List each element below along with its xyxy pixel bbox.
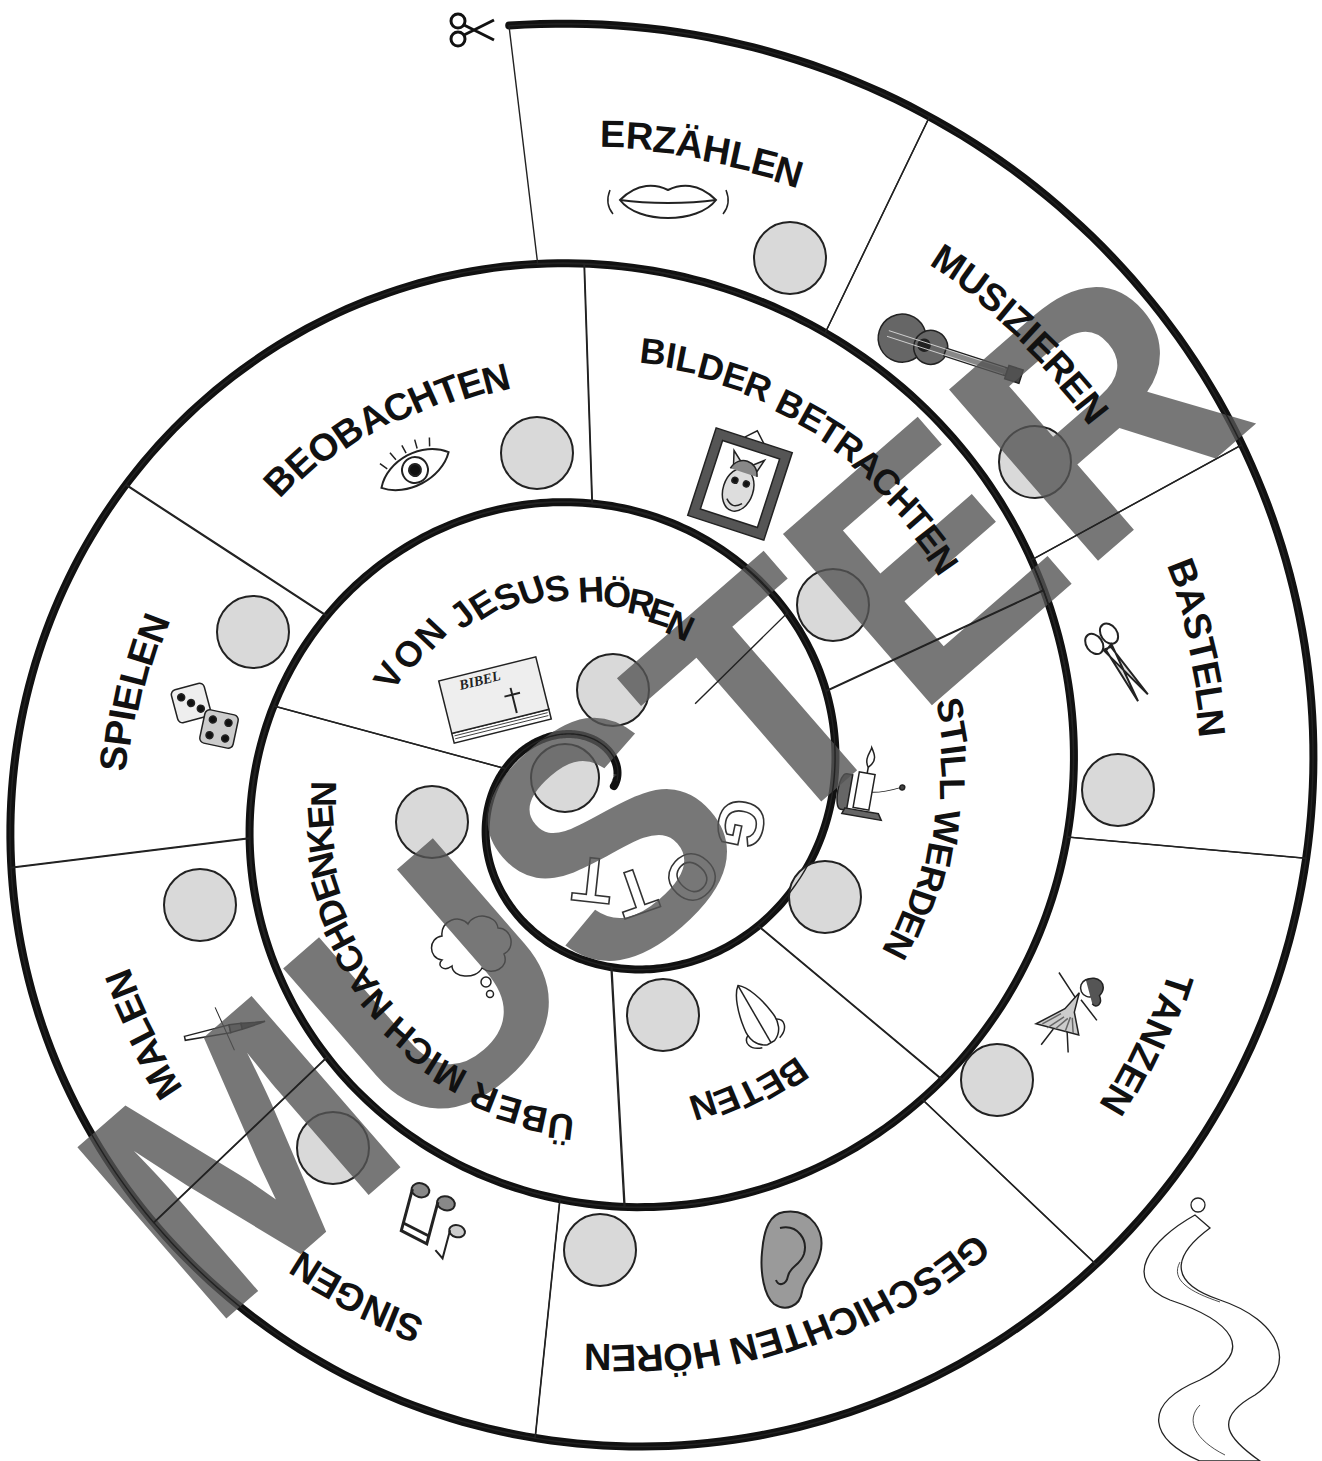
letter: L <box>934 778 970 801</box>
segment-outline-frame <box>1025 439 1319 864</box>
ear-icon <box>762 1212 822 1308</box>
segment-outline <box>535 1099 1096 1447</box>
activity-label: BEOBACHTEN <box>253 352 522 506</box>
letter: L <box>935 754 973 779</box>
segment-outline-frame <box>916 831 1312 1270</box>
segment-outline <box>611 926 942 1207</box>
scissors-icon <box>1081 620 1156 707</box>
letter: E <box>303 804 341 831</box>
segment-outline <box>758 590 1074 1079</box>
activity-segment: SPIELEN <box>4 479 333 874</box>
activity-segment: BEOBACHTEN <box>120 257 598 621</box>
segment-outline-frame <box>578 258 1049 698</box>
segment-outline-frame <box>268 496 794 787</box>
activity-label: SINGEN <box>279 1241 435 1353</box>
activity-segment: STILL WERDEN <box>752 584 1080 1085</box>
segment-outline-frame <box>5 832 333 1229</box>
segment-outline <box>126 263 592 615</box>
activity-label: STILL WERDEN <box>872 685 977 970</box>
activity-label: VON JESUS HÖREN <box>365 564 706 701</box>
segment-outline <box>11 838 327 1223</box>
segment-outline-frame <box>529 1093 1102 1453</box>
activity-segment: BASTELN <box>1025 439 1319 864</box>
activity-label: BASTELN <box>1157 547 1237 749</box>
segment-outline <box>154 1057 560 1438</box>
praying-hands-icon <box>720 975 789 1053</box>
letter: N <box>306 781 342 807</box>
eye-icon <box>368 427 455 501</box>
letter: R <box>625 117 655 156</box>
segment-outline-frame <box>503 18 935 339</box>
activity-label: MALEN <box>96 958 192 1109</box>
activity-label: MUSIZIEREN <box>921 234 1118 435</box>
letter: E <box>600 115 626 153</box>
lips-icon <box>608 186 728 218</box>
segment-outline-frame <box>4 479 333 874</box>
letter: E <box>611 1339 638 1378</box>
segment-outline <box>10 485 327 868</box>
segment-outline <box>274 502 788 781</box>
activity-segment: ÜBER MICH NACHDENKEN <box>244 700 631 1213</box>
letter: S <box>94 744 134 772</box>
letter: Ö <box>661 1336 695 1378</box>
activity-segment: GESCHICHTEN HÖREN <box>529 1093 1102 1453</box>
activity-label: ÜBER MICH NACHDENKEN <box>296 769 586 1152</box>
activity-segment: ERZÄHLEN <box>503 18 935 339</box>
segment-outline <box>922 837 1306 1264</box>
activity-label: ERZÄHLEN <box>587 108 816 198</box>
activity-label: BILDER BETRACHTEN <box>628 326 968 584</box>
activity-segment: MALEN <box>5 832 333 1229</box>
letter: W <box>927 809 966 846</box>
letter: R <box>635 1338 666 1378</box>
activity-segment: BETEN <box>605 920 948 1213</box>
letter: H <box>577 572 605 609</box>
letter: N <box>1191 707 1232 739</box>
scissors-mark <box>451 14 494 46</box>
dancer-icon <box>1030 965 1110 1060</box>
segment-outline <box>584 264 1043 692</box>
activity-segment: BILDER BETRACHTEN <box>578 258 1049 698</box>
activity-label: BETEN <box>678 1048 819 1131</box>
activity-segment: TANZEN <box>916 831 1312 1270</box>
activity-label: SPIELEN <box>88 601 180 784</box>
activity-segment: VON JESUS HÖREN <box>268 496 794 787</box>
spiral-line <box>10 24 1313 1447</box>
activity-label: TANZEN <box>1090 961 1202 1126</box>
letter: Ü <box>546 1107 576 1146</box>
segment-outline <box>825 117 1242 560</box>
dice-icon <box>170 682 239 749</box>
activity-label: GESCHICHTEN HÖREN <box>572 1224 1000 1384</box>
segment-outline <box>250 706 625 1207</box>
spiral-strip-sketch <box>1144 1198 1279 1461</box>
segment-outline-frame <box>752 584 1080 1085</box>
segment-outline <box>1031 445 1313 858</box>
letter: N <box>584 1338 612 1376</box>
